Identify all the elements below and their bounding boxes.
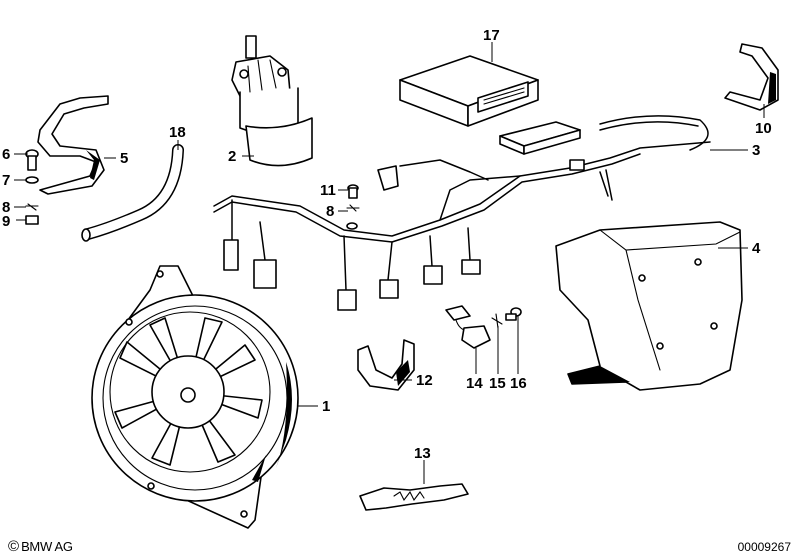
- callout-10: 10: [755, 120, 772, 137]
- callout-18: 18: [169, 124, 186, 141]
- callout-11: 11: [320, 182, 336, 199]
- strap-bracket-10: [724, 43, 779, 111]
- callout-1: 1: [322, 398, 330, 415]
- strap-bracket-5: [25, 95, 109, 225]
- callout-14: 14: [466, 375, 483, 392]
- bracket-13: [359, 483, 469, 511]
- callout-13: 13: [414, 445, 431, 462]
- control-unit: [399, 55, 539, 127]
- screw-16: [505, 307, 522, 321]
- callout-9: 9: [2, 213, 10, 230]
- fan-assembly: [91, 265, 299, 529]
- callout-17: 17: [483, 27, 500, 44]
- document-number: 00009267: [737, 540, 791, 554]
- callout-12: 12: [416, 372, 433, 389]
- callout-labels: 1 2 3 4 5 6 7 8 8 9 10 11 12 13 14 15 16…: [2, 27, 772, 462]
- leader-lines: [14, 42, 765, 484]
- washer-15: [491, 313, 503, 329]
- bolt-washer-11: [346, 184, 360, 230]
- clamp-12: [357, 339, 415, 391]
- callout-8-center: 8: [326, 203, 334, 220]
- callout-15: 15: [489, 375, 506, 392]
- brand-name: BMW AG: [21, 539, 73, 554]
- callout-8-left: 8: [2, 199, 10, 216]
- callout-2: 2: [228, 148, 236, 165]
- wiring-harness: [213, 115, 711, 311]
- callout-16: 16: [510, 375, 527, 392]
- hose: [81, 144, 184, 242]
- callout-5: 5: [120, 150, 128, 167]
- brand-footer: © BMW AG: [8, 538, 73, 555]
- callout-3: 3: [752, 142, 760, 159]
- copyright-symbol: ©: [8, 538, 20, 555]
- sensor-14: [445, 305, 491, 349]
- cover: [555, 221, 743, 391]
- callout-6: 6: [2, 146, 10, 163]
- fuel-pump: [231, 35, 313, 167]
- callout-4: 4: [752, 240, 761, 257]
- callout-7: 7: [2, 172, 10, 189]
